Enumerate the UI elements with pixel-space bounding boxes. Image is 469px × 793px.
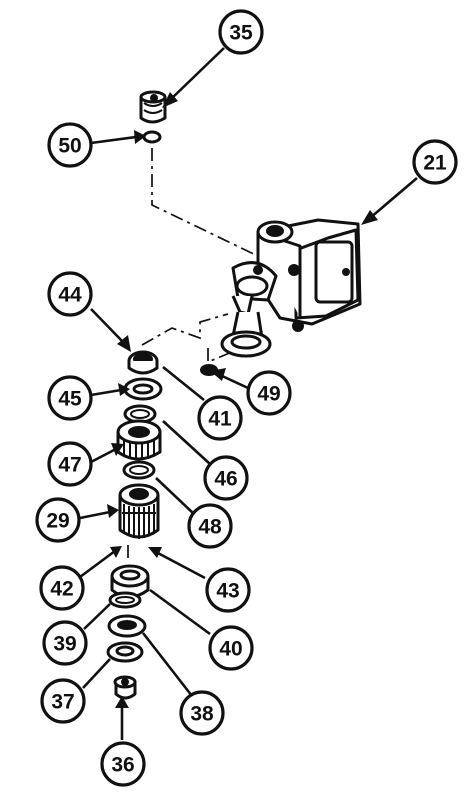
callout-36-label: 36 (111, 754, 134, 777)
callout-21: 21 (412, 139, 458, 185)
part-29-gear (118, 483, 160, 539)
callout-38-label: 38 (190, 703, 214, 726)
part-48-ring (122, 460, 156, 480)
callout-40-label: 40 (219, 638, 242, 661)
callout-41: 41 (197, 395, 243, 441)
callout-29-label: 29 (46, 510, 69, 533)
callout-48-label: 48 (198, 516, 222, 539)
part-50-o-ring (142, 130, 162, 144)
part-38-washer (107, 614, 147, 638)
callout-42-label: 42 (50, 578, 73, 601)
callout-49: 49 (246, 370, 292, 416)
callout-46-label: 46 (214, 468, 237, 491)
part-21-housing (220, 218, 362, 358)
part-36-nut (113, 675, 137, 700)
callout-36: 36 (100, 741, 146, 787)
callout-21-label: 21 (423, 152, 447, 175)
callout-48: 48 (187, 503, 233, 549)
callout-49-label: 49 (257, 383, 280, 406)
callout-42: 42 (39, 565, 85, 611)
callout-39: 39 (42, 620, 88, 666)
callout-44-label: 44 (58, 284, 82, 307)
part-39-ring (108, 591, 142, 609)
callout-43-label: 43 (216, 580, 239, 603)
callout-47-label: 47 (58, 454, 81, 477)
part-47-nut (116, 419, 162, 461)
callout-35-label: 35 (229, 22, 253, 45)
callout-40: 40 (208, 625, 254, 671)
callout-43: 43 (205, 567, 251, 613)
callout-29: 29 (35, 497, 81, 543)
callout-45-label: 45 (58, 388, 82, 411)
callout-50: 50 (47, 122, 93, 168)
part-45-washer (123, 377, 163, 401)
centerlines (127, 148, 263, 560)
callout-46: 46 (203, 455, 249, 501)
part-37-washer (106, 641, 144, 663)
callout-39-label: 39 (53, 633, 76, 656)
leader-lines (79, 47, 418, 740)
part-41-cap (127, 350, 159, 375)
centerline-upper (151, 148, 263, 259)
part-35-fitting (139, 90, 167, 124)
callout-35: 35 (218, 9, 264, 55)
callout-37: 37 (40, 678, 86, 724)
centerline-lower-b (207, 348, 233, 364)
callout-50-label: 50 (58, 135, 81, 158)
callout-44: 44 (47, 271, 93, 317)
callout-38: 38 (179, 690, 225, 736)
centerline-lower-a (141, 313, 229, 346)
callout-45: 45 (47, 375, 93, 421)
callout-37-label: 37 (51, 691, 74, 714)
callout-41-label: 41 (208, 408, 232, 431)
callout-47: 47 (47, 441, 93, 487)
